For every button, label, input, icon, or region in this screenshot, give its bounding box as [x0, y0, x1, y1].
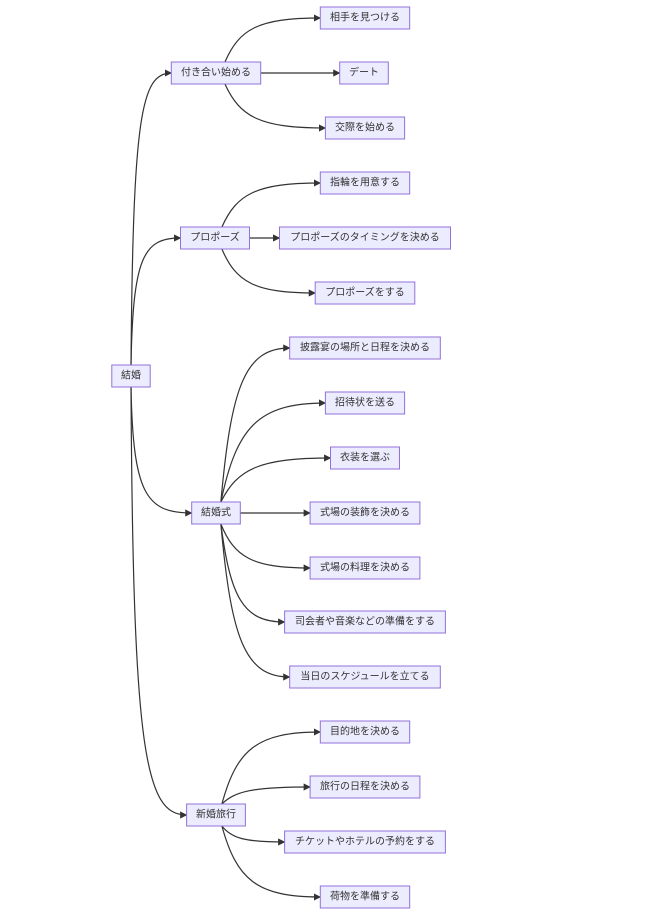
- edge-group-3-to-child-6: [220, 523, 286, 626]
- group-4-child-2-node[interactable]: 旅行の日程を決める: [309, 775, 421, 799]
- group-2-node[interactable]: プロポーズ: [180, 226, 250, 250]
- group-2-child-2-node[interactable]: プロポーズのタイミングを決める: [279, 226, 451, 250]
- group-3-child-3-node[interactable]: 衣装を選ぶ: [330, 446, 400, 470]
- edge-group-4-to-child-1: [221, 728, 322, 805]
- edge-group-3-to-child-3: [220, 454, 332, 503]
- group-2-child-1-label: 指輪を用意する: [330, 176, 400, 189]
- group-2-child-2-label: プロポーズのタイミングを決める: [290, 231, 440, 244]
- group-3-child-4-node[interactable]: 式場の装飾を決める: [309, 501, 421, 525]
- group-3-child-6-label: 司会者や音楽などの準備をする: [295, 615, 435, 628]
- root-label: 結婚: [121, 369, 141, 382]
- group-4-child-4-box: [319, 885, 411, 909]
- group-3-child-1-box: [289, 336, 441, 360]
- group-3-child-6-box: [284, 610, 446, 634]
- group-3-child-5-label: 式場の料理を決める: [320, 561, 410, 574]
- edge-group-2-to-child-1: [221, 179, 322, 228]
- group-4-child-2-label: 旅行の日程を決める: [320, 780, 410, 793]
- group-2-child-3-label: プロポーズをする: [325, 286, 405, 299]
- group-1-label: 付き合い始める: [181, 66, 251, 79]
- group-1-box: [170, 61, 262, 85]
- group-2-box: [180, 226, 250, 250]
- group-2-child-3-box: [314, 281, 416, 305]
- group-3-child-4-box: [309, 501, 421, 525]
- root-node[interactable]: 結婚: [111, 364, 151, 388]
- group-1-child-1-box: [319, 6, 411, 30]
- group-3-child-1-label: 披露宴の場所と日程を決める: [300, 341, 430, 354]
- edge-group-3-to-child-5: [220, 523, 311, 572]
- edge-group-4-to-child-4: [221, 825, 322, 901]
- group-4-child-4-label: 荷物を準備する: [330, 890, 400, 903]
- edge-group-4-to-child-2: [221, 783, 311, 805]
- group-4-node[interactable]: 新婚旅行: [186, 803, 246, 827]
- edge-group-1-to-child-1: [224, 14, 322, 63]
- group-3-child-7-box: [289, 665, 441, 689]
- group-3-label: 結婚式: [201, 506, 231, 519]
- group-4-child-1-node[interactable]: 目的地を決める: [319, 720, 411, 744]
- group-1-child-1-label: 相手を見つける: [330, 11, 400, 24]
- group-4-label: 新婚旅行: [196, 808, 236, 821]
- group-4-box: [186, 803, 246, 827]
- group-3-child-1-node[interactable]: 披露宴の場所と日程を決める: [289, 336, 441, 360]
- edge-root-to-group-1: [130, 69, 173, 366]
- group-4-child-2-box: [309, 775, 421, 799]
- group-3-child-2-node[interactable]: 招待状を送る: [324, 391, 406, 415]
- group-4-child-1-box: [319, 720, 411, 744]
- group-2-child-2-box: [279, 226, 451, 250]
- group-3-child-2-box: [324, 391, 406, 415]
- group-3-child-3-box: [330, 446, 400, 470]
- edge-group-4-to-child-3: [221, 825, 286, 846]
- edge-group-3-to-child-2: [220, 399, 327, 503]
- group-2-child-1-node[interactable]: 指輪を用意する: [319, 171, 411, 195]
- group-1-node[interactable]: 付き合い始める: [170, 61, 262, 85]
- group-3-child-5-box: [309, 556, 421, 580]
- edge-group-2-to-child-3: [221, 248, 316, 297]
- group-3-child-7-label: 当日のスケジュールを立てる: [300, 670, 429, 683]
- group-3-child-6-node[interactable]: 司会者や音楽などの準備をする: [284, 610, 446, 634]
- group-1-child-1-node[interactable]: 相手を見つける: [319, 6, 411, 30]
- group-1-child-3-label: 交際を始める: [335, 121, 395, 134]
- group-3-child-7-node[interactable]: 当日のスケジュールを立てる: [289, 665, 441, 689]
- group-2-child-3-node[interactable]: プロポーズをする: [314, 281, 416, 305]
- group-3-child-4-label: 式場の装飾を決める: [320, 506, 410, 519]
- root-box: [111, 364, 151, 388]
- group-1-child-3-box: [324, 116, 406, 140]
- group-4-child-4-node[interactable]: 荷物を準備する: [319, 885, 411, 909]
- edge-group-3-to-child-1: [220, 344, 291, 503]
- edge-root-to-group-3: [130, 386, 193, 517]
- edge-root-to-group-4: [130, 386, 188, 819]
- group-4-child-3-box: [284, 830, 446, 854]
- edge-root-to-group-2: [130, 234, 182, 366]
- group-4-child-3-label: チケットやホテルの予約をする: [295, 835, 435, 848]
- group-1-child-3-node[interactable]: 交際を始める: [324, 116, 406, 140]
- group-2-child-1-box: [319, 171, 411, 195]
- group-4-child-3-node[interactable]: チケットやホテルの予約をする: [284, 830, 446, 854]
- group-1-child-2-node[interactable]: デート: [339, 61, 389, 85]
- group-3-child-5-node[interactable]: 式場の料理を決める: [309, 556, 421, 580]
- group-3-box: [191, 501, 241, 525]
- group-4-child-1-label: 目的地を決める: [330, 725, 400, 738]
- edge-group-3-to-child-7: [220, 523, 291, 681]
- group-1-child-2-box: [339, 61, 389, 85]
- nodes-layer: 結婚付き合い始める相手を見つけるデート交際を始めるプロポーズ指輪を用意するプロポ…: [111, 6, 451, 909]
- group-1-child-2-label: デート: [349, 66, 379, 79]
- group-3-node[interactable]: 結婚式: [191, 501, 241, 525]
- edges-layer: [130, 14, 341, 901]
- edge-group-1-to-child-3: [224, 83, 327, 132]
- group-2-label: プロポーズ: [190, 231, 240, 244]
- group-3-child-2-label: 招待状を送る: [335, 396, 395, 409]
- group-3-child-3-label: 衣装を選ぶ: [340, 451, 390, 464]
